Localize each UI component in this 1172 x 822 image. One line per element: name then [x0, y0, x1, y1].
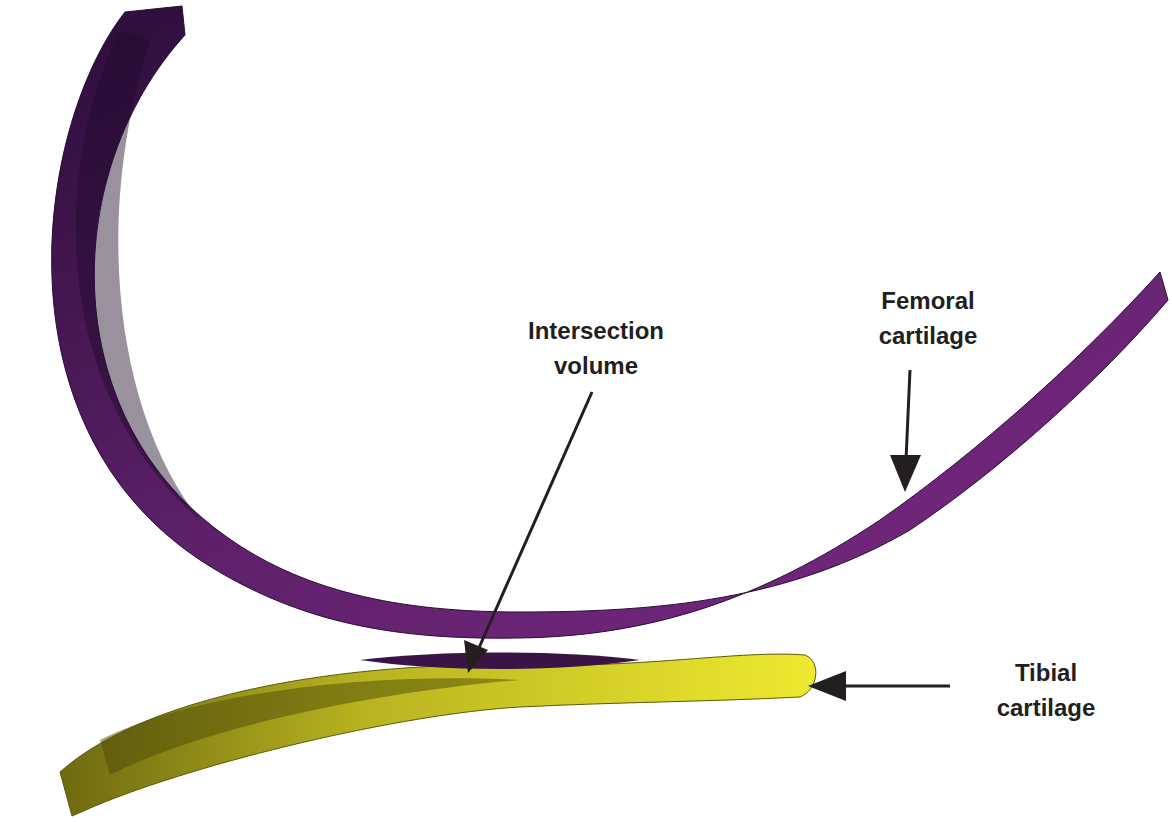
leader-line	[478, 392, 592, 650]
arrow-head	[464, 640, 488, 673]
part-label: Femoral cartilage	[853, 283, 1003, 353]
part-label: Intersection volume	[506, 313, 686, 383]
femoral-cartilage	[52, 6, 1168, 638]
leader-line	[906, 370, 910, 460]
intersection-volume	[360, 653, 640, 670]
tibial-cartilage	[60, 654, 816, 816]
arrow-head	[890, 455, 921, 492]
leader-line	[840, 685, 950, 688]
femoral-inner-shading	[76, 30, 200, 520]
tibial-shading	[100, 678, 520, 775]
part-label: Tibial cartilage	[976, 655, 1116, 725]
arrow-head	[808, 671, 846, 701]
